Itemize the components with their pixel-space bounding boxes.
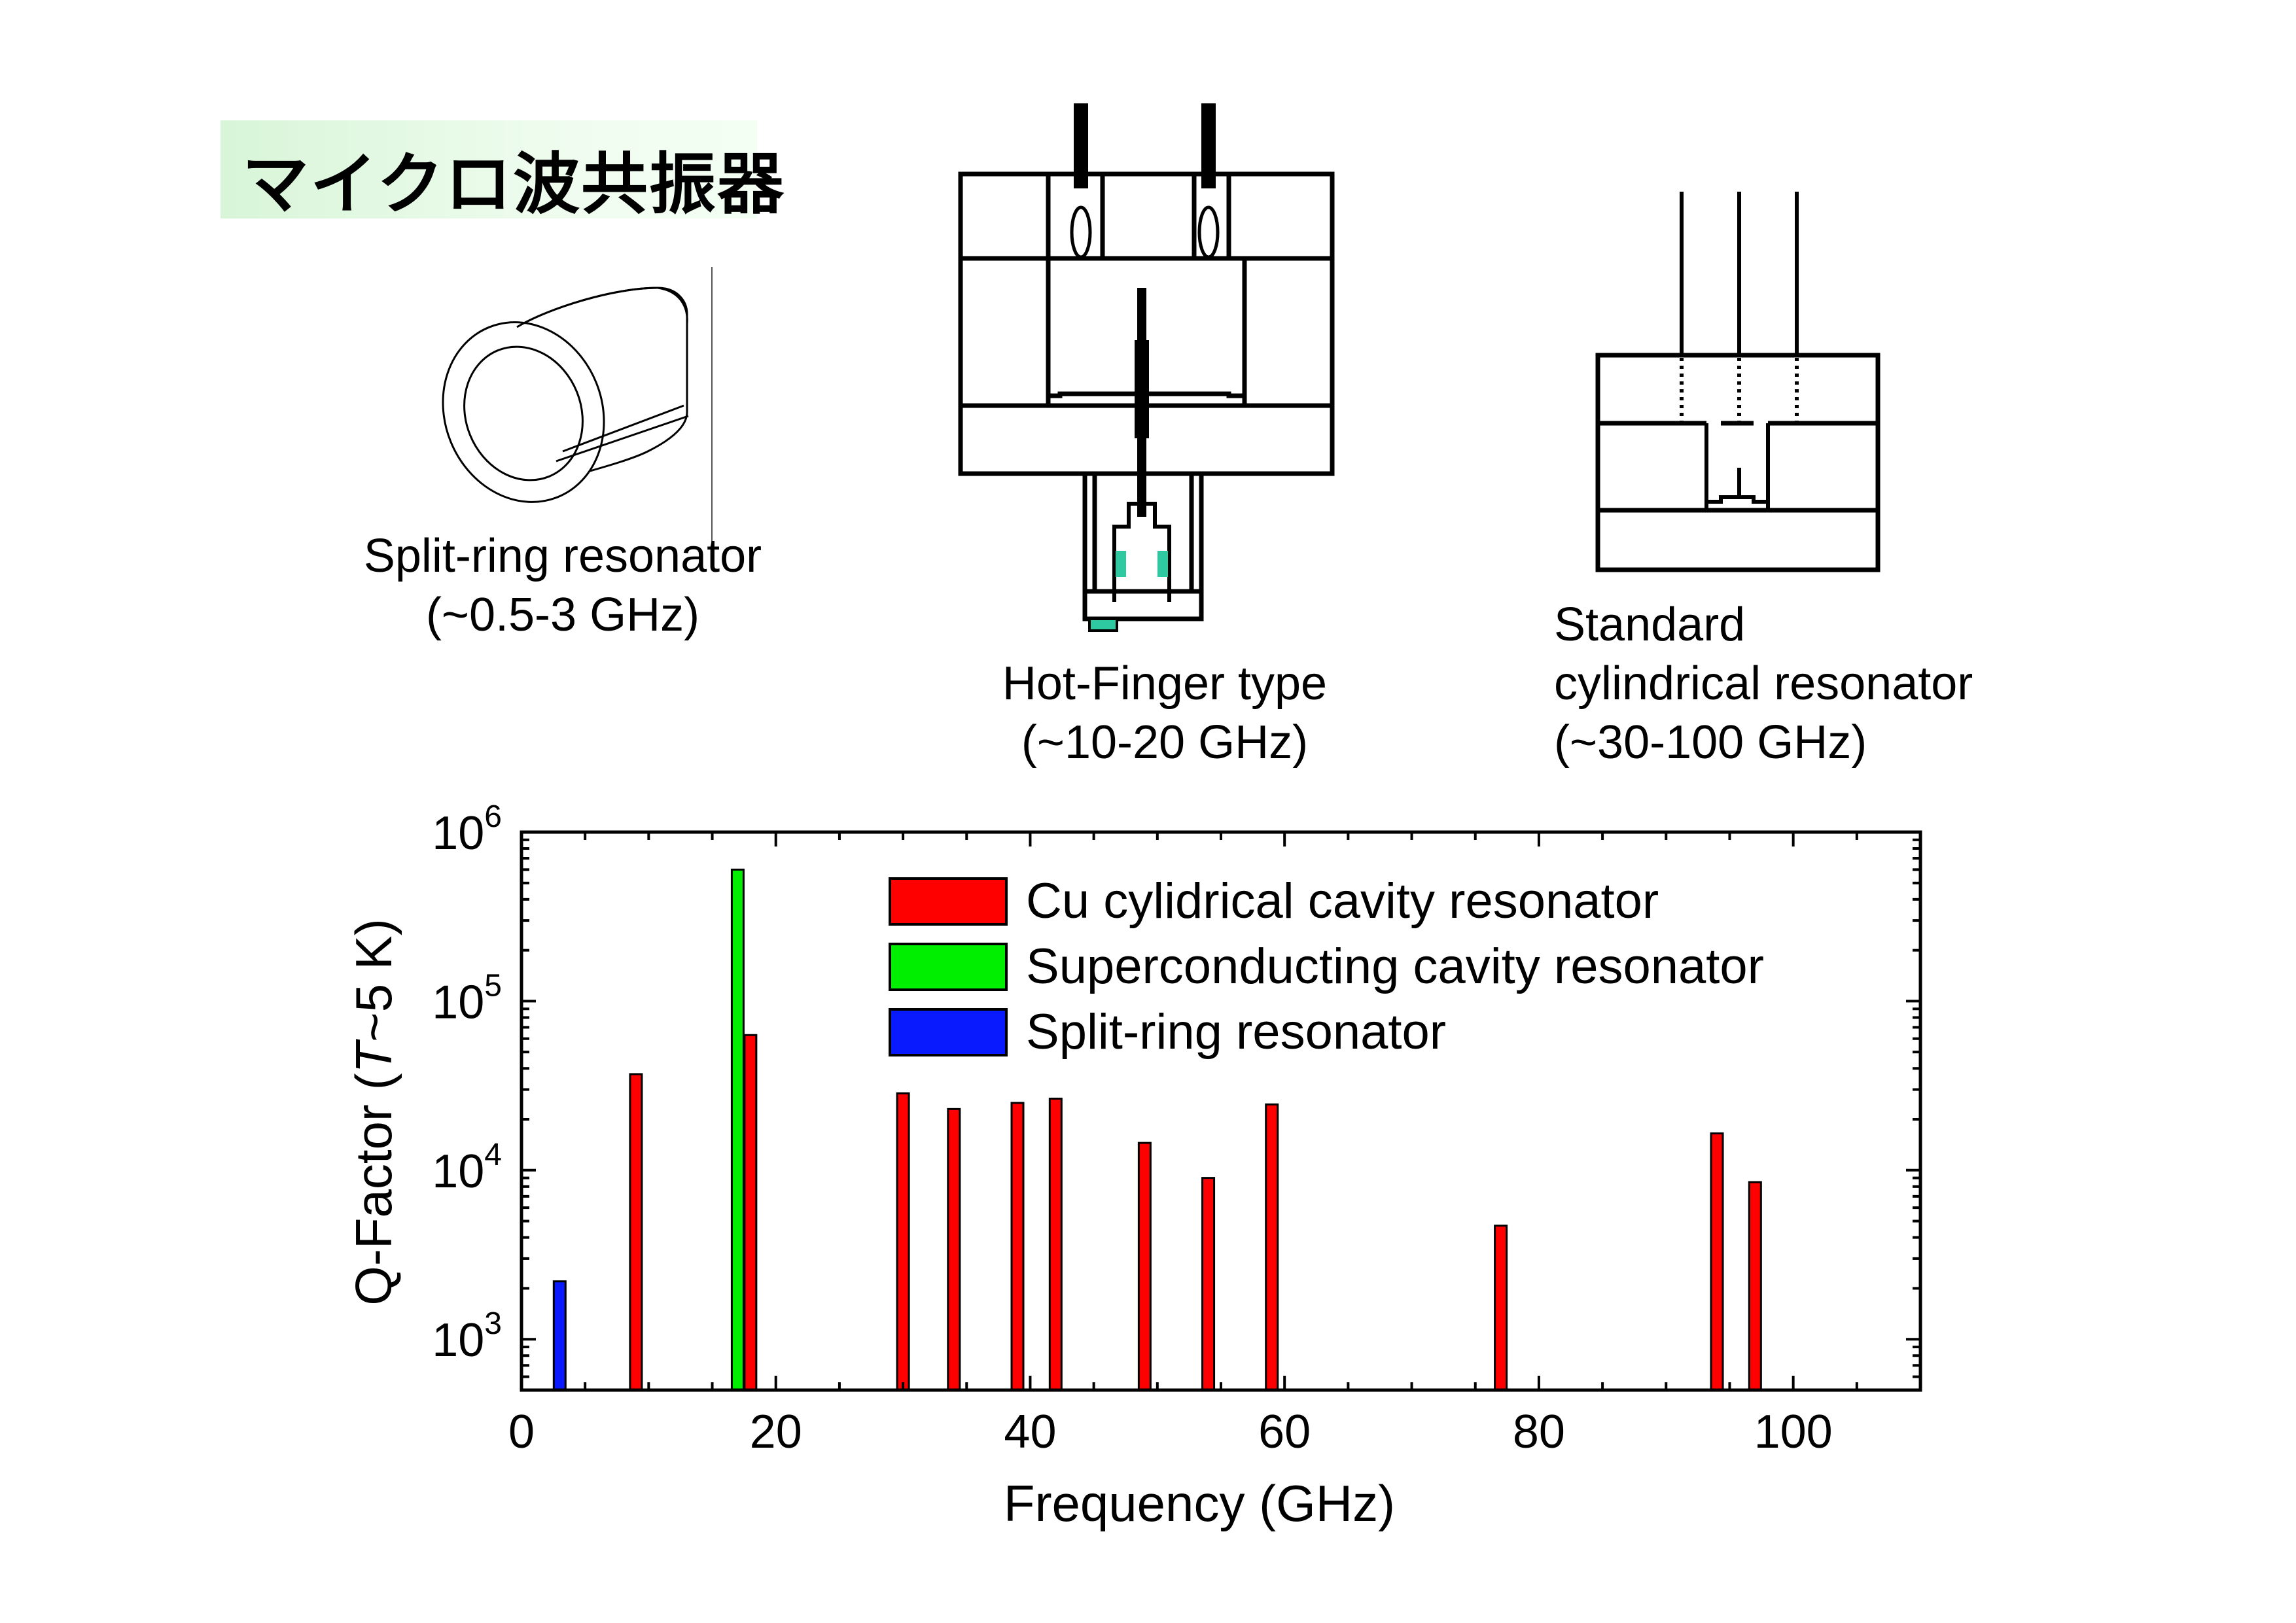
bar-0-2 xyxy=(896,1092,910,1391)
legend-swatch xyxy=(889,1008,1008,1056)
y-axis-label-italic: T xyxy=(345,1038,402,1073)
split-ring-caption: Split-ring resonator (~0.5-3 GHz) xyxy=(353,527,772,644)
y-tick-label-exponent: 3 xyxy=(484,1306,502,1341)
y-tick-label-exponent: 5 xyxy=(484,968,502,1003)
y-tick-label-exponent: 6 xyxy=(484,799,502,834)
split-ring-range: (~0.5-3 GHz) xyxy=(425,589,700,641)
y-tick-label-base: 10 xyxy=(432,976,484,1028)
x-tick-label: 60 xyxy=(1258,1406,1311,1458)
y-tick-label: 103 xyxy=(432,1306,502,1367)
x-tick-label: 20 xyxy=(750,1406,802,1458)
x-tick-label: 40 xyxy=(1004,1406,1056,1458)
bar-0-11 xyxy=(1748,1181,1762,1391)
title-background xyxy=(221,120,757,218)
y-tick-label-exponent: 4 xyxy=(484,1138,502,1172)
y-axis-label-suffix: ~5 K) xyxy=(345,918,402,1042)
bar-2-0 xyxy=(552,1280,567,1391)
cylindrical-caption: Standard cylindrical resonator (~30-100 … xyxy=(1554,595,1973,772)
legend-swatch xyxy=(889,877,1008,926)
bar-0-3 xyxy=(947,1108,961,1391)
bar-0-1 xyxy=(743,1034,758,1391)
bar-0-5 xyxy=(1048,1097,1063,1391)
hot-finger-label: Hot-Finger type xyxy=(1002,657,1328,710)
y-tick-label: 105 xyxy=(432,968,502,1028)
y-axis-label-prefix: Q-Factor ( xyxy=(345,1073,402,1305)
hot-finger-diagram xyxy=(958,103,1335,632)
y-tick-label-base: 10 xyxy=(432,1145,484,1198)
bar-0-6 xyxy=(1137,1142,1152,1391)
page-title: マイクロ波共振器 xyxy=(242,146,785,224)
y-tick-label-base: 10 xyxy=(432,807,484,860)
bar-0-4 xyxy=(1010,1102,1025,1391)
x-tick-label: 0 xyxy=(508,1406,535,1458)
cylindrical-range: (~30-100 GHz) xyxy=(1554,716,1867,769)
split-ring-resonator-diagram xyxy=(442,267,713,543)
hot-finger-range: (~10-20 GHz) xyxy=(1021,716,1309,769)
legend-label: Superconducting cavity resonator xyxy=(1026,939,1764,994)
bar-0-7 xyxy=(1201,1177,1216,1391)
split-ring-label: Split-ring resonator xyxy=(363,530,762,582)
bar-1-0 xyxy=(730,868,745,1391)
bar-0-10 xyxy=(1710,1132,1724,1391)
legend-label: Split-ring resonator xyxy=(1026,1004,1446,1060)
cylindrical-label-line2: cylindrical resonator xyxy=(1554,657,1973,710)
x-tick-label: 100 xyxy=(1754,1406,1833,1458)
legend-label: Cu cylidrical cavity resonator xyxy=(1026,873,1659,929)
x-axis-label: Frequency (GHz) xyxy=(1004,1475,1395,1532)
bar-0-0 xyxy=(629,1073,643,1391)
hot-finger-caption: Hot-Finger type (~10-20 GHz) xyxy=(968,654,1361,772)
bar-0-8 xyxy=(1265,1103,1279,1391)
cylindrical-label-line1: Standard xyxy=(1554,599,1746,651)
y-tick-label: 104 xyxy=(432,1138,502,1198)
legend-swatch xyxy=(889,943,1008,991)
bar-0-9 xyxy=(1494,1225,1508,1391)
y-tick-label-base: 10 xyxy=(432,1314,484,1367)
y-tick-label: 106 xyxy=(432,799,502,860)
x-tick-label: 80 xyxy=(1513,1406,1565,1458)
cylindrical-resonator-diagram xyxy=(1595,192,1881,572)
y-axis-label: Q-Factor (T~5 K) xyxy=(345,918,402,1306)
